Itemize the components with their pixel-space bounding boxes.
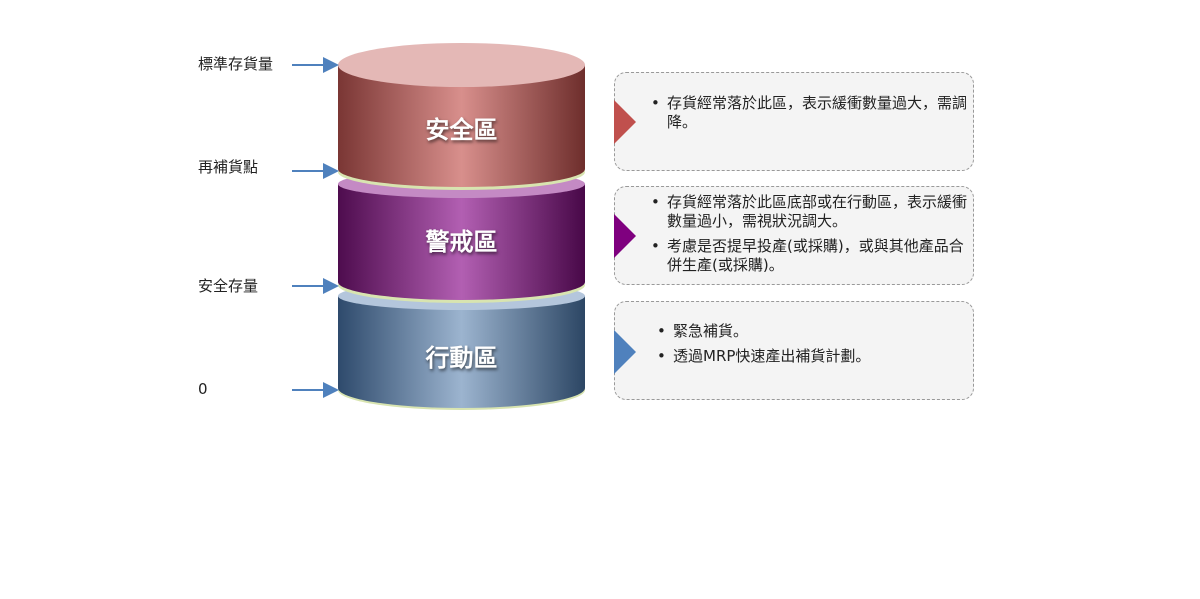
note-bullet: 存貨經常落於此區，表示緩衝數量過大，需調降。: [651, 94, 973, 132]
zone-label-action: 行動區: [425, 344, 498, 372]
pointer-icon: [614, 330, 636, 374]
note-bullet: 透過MRP快速產出補貨計劃。: [657, 347, 973, 366]
zone-label-warning: 警戒區: [425, 228, 498, 256]
note-bullet: 考慮是否提早投產(或採購)，或與其他產品合併生產(或採購)。: [651, 237, 973, 275]
zone-label-safe: 安全區: [425, 116, 498, 144]
warning-zone-note: 存貨經常落於此區底部或在行動區，表示緩衝數量過小，需視狀況調大。考慮是否提早投產…: [614, 186, 974, 285]
note-bullet: 緊急補貨。: [657, 322, 973, 341]
level-safety-stock: 安全存量: [198, 277, 259, 295]
level-zero: 0: [198, 380, 208, 398]
safe-zone-segment: [338, 43, 585, 190]
safe-zone-note: 存貨經常落於此區，表示緩衝數量過大，需調降。: [614, 72, 974, 171]
level-arrows: [292, 57, 339, 398]
note-bullet: 存貨經常落於此區底部或在行動區，表示緩衝數量過小，需視狀況調大。: [651, 193, 973, 231]
level-reorder-point: 再補貨點: [198, 158, 259, 176]
pointer-icon: [614, 214, 636, 258]
action-zone-note: 緊急補貨。透過MRP快速產出補貨計劃。: [614, 301, 974, 400]
pointer-icon: [614, 100, 636, 144]
level-standard-stock: 標準存貨量: [198, 55, 274, 73]
